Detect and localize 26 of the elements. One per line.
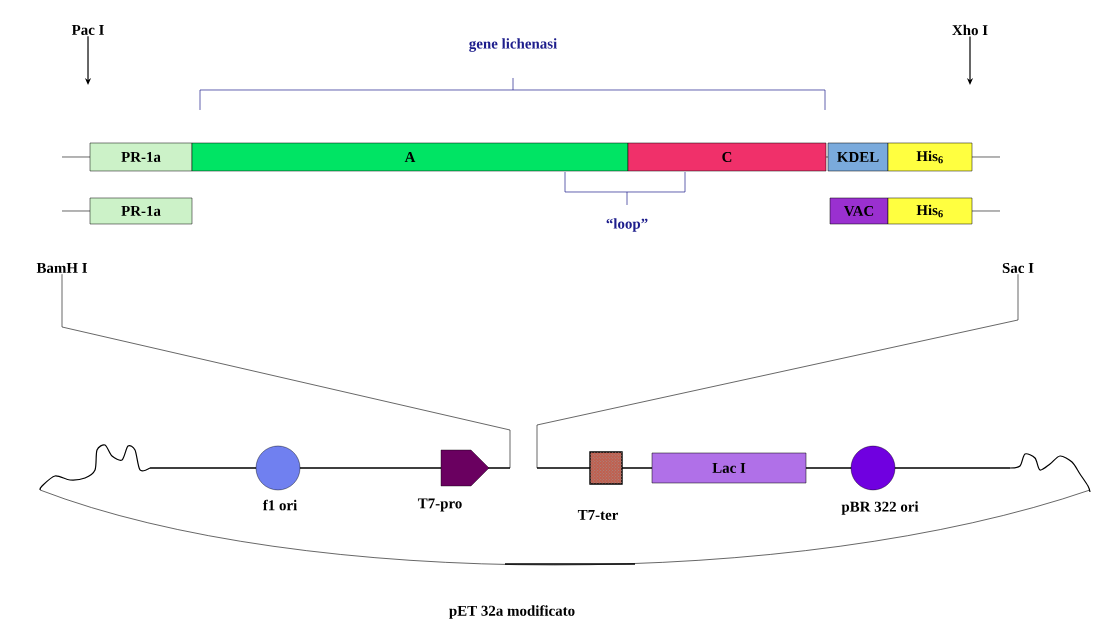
origin-circle — [850, 445, 896, 491]
gene-segment: KDEL — [827, 142, 889, 172]
site-label: Sac I — [1002, 263, 1034, 273]
part-label: pBR 322 ori — [841, 501, 919, 515]
part-label: f1 ori — [262, 499, 297, 511]
gene-segment: His$_{6}$ — [887, 142, 973, 172]
plasmid-label: pET 32a modificato — [449, 605, 575, 619]
gene-segment: PR-1a — [89, 142, 193, 172]
gene-segment: VAC — [829, 197, 889, 225]
terminator-box — [589, 451, 623, 485]
leader-line — [61, 273, 511, 469]
origin-circle — [255, 445, 301, 491]
site-label: Xho I — [952, 24, 988, 36]
gene-segment: C — [627, 142, 827, 172]
gene-segment: A — [191, 142, 629, 172]
gene-segment: PR-1a — [89, 197, 193, 225]
gene-segment: His$_{6}$ — [887, 197, 973, 225]
part-label: T7-pro — [417, 498, 462, 512]
promoter-arrow — [440, 449, 490, 487]
loop-label: “loop” — [606, 218, 648, 232]
part-label: T7-ter — [577, 510, 618, 520]
gene-box: Lac I — [651, 452, 807, 484]
gene-label: gene lichenasi — [469, 38, 557, 52]
leader-line — [536, 273, 1019, 469]
site-label: Pac I — [71, 25, 104, 35]
site-label: BamH I — [36, 263, 88, 273]
